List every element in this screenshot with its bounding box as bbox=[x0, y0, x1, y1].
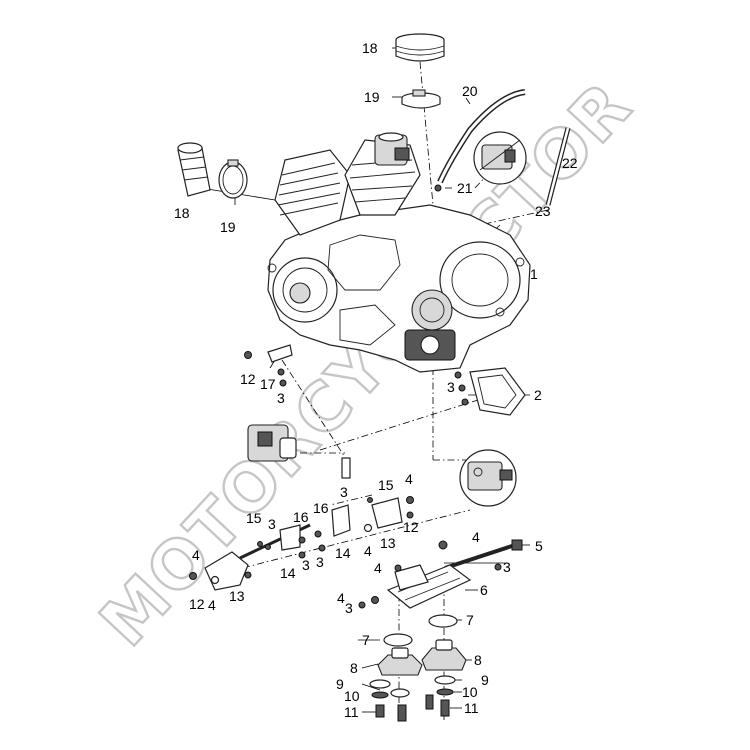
rubber-mount-8-left bbox=[377, 647, 423, 676]
damper-plate-7-left bbox=[383, 633, 413, 647]
callout-3: 3 bbox=[302, 557, 310, 573]
callout-8: 8 bbox=[350, 660, 358, 676]
callout-2: 2 bbox=[534, 387, 542, 403]
callout-8: 8 bbox=[474, 652, 482, 668]
detail-inset-mount bbox=[459, 449, 517, 507]
callout-4: 4 bbox=[208, 597, 216, 613]
callout-10: 10 bbox=[344, 688, 360, 704]
callout-18: 18 bbox=[362, 40, 378, 56]
callout-12: 12 bbox=[403, 519, 419, 535]
callout-1: 1 bbox=[530, 266, 538, 282]
detail-inset-breather bbox=[434, 131, 527, 192]
callout-labels: 18 19 20 18 19 21 22 23 1 12 17 3 3 2 4 … bbox=[174, 40, 578, 720]
callout-4: 4 bbox=[337, 590, 345, 606]
callout-3: 3 bbox=[277, 390, 285, 406]
callout-15: 15 bbox=[378, 477, 394, 493]
callout-19: 19 bbox=[220, 219, 236, 235]
callout-15: 15 bbox=[246, 510, 262, 526]
cross-bracket-6 bbox=[358, 540, 502, 609]
callout-7: 7 bbox=[362, 632, 370, 648]
callout-14: 14 bbox=[335, 545, 351, 561]
callout-6: 6 bbox=[480, 582, 488, 598]
callout-4: 4 bbox=[192, 547, 200, 563]
callout-12: 12 bbox=[189, 596, 205, 612]
callout-13: 13 bbox=[380, 535, 396, 551]
washers-9-10-right bbox=[434, 675, 456, 696]
callout-11: 11 bbox=[344, 704, 359, 720]
callout-9: 9 bbox=[336, 676, 344, 692]
breather-hose-22 bbox=[545, 127, 571, 206]
intake-boot-top bbox=[395, 33, 445, 62]
callout-3: 3 bbox=[345, 600, 353, 616]
mount-bolt-5 bbox=[444, 539, 523, 570]
callout-21: 21 bbox=[457, 180, 473, 196]
callout-5: 5 bbox=[535, 538, 543, 554]
mount-bracket-center bbox=[314, 496, 414, 552]
callout-3: 3 bbox=[447, 379, 455, 395]
callout-7: 7 bbox=[466, 612, 474, 628]
callout-3: 3 bbox=[340, 484, 348, 500]
callout-3: 3 bbox=[503, 559, 511, 575]
callout-10: 10 bbox=[462, 684, 478, 700]
callout-4: 4 bbox=[364, 543, 372, 559]
washers-9-10-left bbox=[369, 679, 410, 699]
bracket-17 bbox=[244, 344, 293, 387]
starter-detail bbox=[247, 424, 351, 479]
rubber-mount-8-right bbox=[421, 639, 467, 671]
callout-3: 3 bbox=[316, 554, 324, 570]
bolts-11 bbox=[375, 694, 450, 722]
mount-bracket-left bbox=[189, 551, 252, 591]
sensor-cover-2 bbox=[454, 367, 526, 416]
engine-assembly bbox=[267, 132, 531, 373]
callout-17: 17 bbox=[260, 376, 276, 392]
callout-22: 22 bbox=[562, 155, 578, 171]
callout-18: 18 bbox=[174, 205, 190, 221]
callout-20: 20 bbox=[462, 83, 478, 99]
damper-plate-7-right bbox=[428, 614, 458, 628]
hose-clamp-top bbox=[401, 89, 441, 109]
callout-11: 11 bbox=[464, 700, 479, 716]
callout-12: 12 bbox=[240, 371, 256, 387]
callout-9: 9 bbox=[481, 672, 489, 688]
callout-4: 4 bbox=[374, 560, 382, 576]
hose-clamp-left bbox=[218, 159, 248, 199]
callout-16: 16 bbox=[313, 500, 329, 516]
callout-23: 23 bbox=[535, 203, 551, 219]
callout-13: 13 bbox=[229, 588, 245, 604]
callout-3: 3 bbox=[268, 516, 276, 532]
callout-4: 4 bbox=[405, 471, 413, 487]
callout-19: 19 bbox=[364, 89, 380, 105]
breather-hose-20 bbox=[437, 89, 526, 184]
intake-boot-left bbox=[177, 142, 211, 197]
mount-rod-left bbox=[239, 523, 311, 560]
callout-14: 14 bbox=[280, 565, 296, 581]
callout-16: 16 bbox=[293, 509, 309, 525]
callout-4: 4 bbox=[472, 529, 480, 545]
